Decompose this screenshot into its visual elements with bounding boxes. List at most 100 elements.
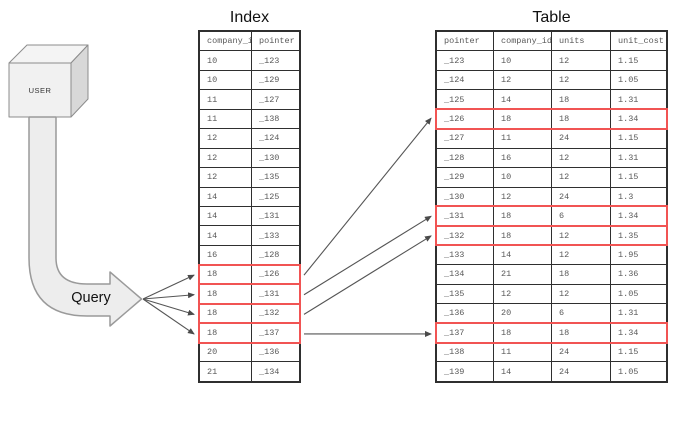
cell: 12 [552, 51, 611, 70]
cell: 11 [494, 343, 552, 362]
cell: _123 [259, 55, 280, 66]
cell: _136 [259, 347, 280, 358]
table-row: 11_138 [200, 108, 299, 129]
cell: 1.3 [618, 191, 634, 202]
cell: _127 [437, 129, 494, 148]
cell: 1.34 [618, 113, 639, 124]
cell: _124 [259, 133, 280, 144]
cell: 14 [200, 226, 252, 245]
table-row: 14 _131 [200, 205, 299, 226]
table-row: 11_127 [200, 89, 299, 109]
column-header: pointer [437, 32, 494, 51]
cell: 12 [200, 148, 252, 168]
cell: 12 [552, 148, 611, 168]
cell: 1.15 [618, 133, 639, 144]
cell: _126 [437, 109, 494, 129]
cell: 21 [494, 265, 552, 284]
cell: 12 [200, 129, 252, 148]
table-row: 10_123 [200, 50, 299, 70]
cell: 18 [552, 323, 611, 342]
highlighted-table-row: 18_132 [198, 302, 301, 325]
cell: _135 [259, 172, 280, 183]
table-row: 21 _134 [200, 361, 299, 381]
cell: _134 [437, 265, 494, 284]
cube-top-face [8, 44, 89, 64]
cell: _128 [437, 148, 494, 168]
cell: 14 [200, 206, 252, 226]
cell: 1.15 [618, 172, 639, 183]
cell: 18 [494, 226, 552, 245]
cell: 6 [552, 304, 611, 323]
cell: 1.34 [618, 211, 639, 222]
cell: 12 [552, 226, 611, 245]
cell: 18 [200, 284, 252, 304]
cell: _137 [259, 327, 280, 338]
cell: 18 [494, 109, 552, 129]
cell: 18 [494, 323, 552, 342]
cell: 1.31 [618, 152, 639, 163]
index-to-table-arrow [303, 235, 432, 315]
table-row: 14_133 [200, 225, 299, 245]
table-row: 14_125 [200, 186, 299, 206]
cell: 1.35 [618, 230, 639, 241]
cell: 20 [200, 343, 252, 362]
cell: 21 [200, 362, 252, 381]
table-row: 20 _136 [200, 342, 299, 362]
cell: 18 [552, 90, 611, 109]
cell: 14 [494, 90, 552, 109]
cell: 12 [552, 70, 611, 90]
cell: 16 [200, 245, 252, 265]
cell: 10 [494, 51, 552, 70]
cell: 1.05 [618, 366, 639, 377]
index-table: company_idpointer10_12310_12911_12711_13… [198, 30, 301, 383]
cube-right-face [70, 44, 89, 118]
cell: _128 [259, 250, 280, 261]
cell: 12 [494, 187, 552, 206]
cell: _123 [437, 51, 494, 70]
cell: _129 [437, 168, 494, 187]
cell: 11 [494, 129, 552, 148]
cell: 18 [494, 206, 552, 226]
cell: _139 [437, 362, 494, 381]
cell: 20 [494, 304, 552, 323]
query-to-index-arrow [142, 274, 195, 300]
cell: _134 [259, 366, 280, 377]
highlighted-table-row: 18_137 [198, 322, 301, 344]
column-header: unit_cost [618, 36, 664, 47]
index-table-title: Index [229, 9, 270, 26]
cell: _132 [437, 226, 494, 245]
table-row: 16 _128 [200, 244, 299, 265]
cell: _135 [437, 284, 494, 304]
cell: 1.95 [618, 250, 639, 261]
cell: _130 [259, 152, 280, 163]
cell: 1.15 [618, 347, 639, 358]
cell: 18 [552, 265, 611, 284]
cell: 10 [494, 168, 552, 187]
user-label: USER [28, 85, 52, 95]
cell: _131 [259, 211, 280, 222]
cell: 1.15 [618, 55, 639, 66]
cell: 6 [552, 206, 611, 226]
column-header: pointer [259, 36, 295, 47]
cell: 12 [552, 284, 611, 304]
cell: _131 [437, 206, 494, 226]
highlighted-table-row: 18_126 [198, 263, 301, 286]
cell: _125 [259, 191, 280, 202]
cell: 24 [552, 343, 611, 362]
